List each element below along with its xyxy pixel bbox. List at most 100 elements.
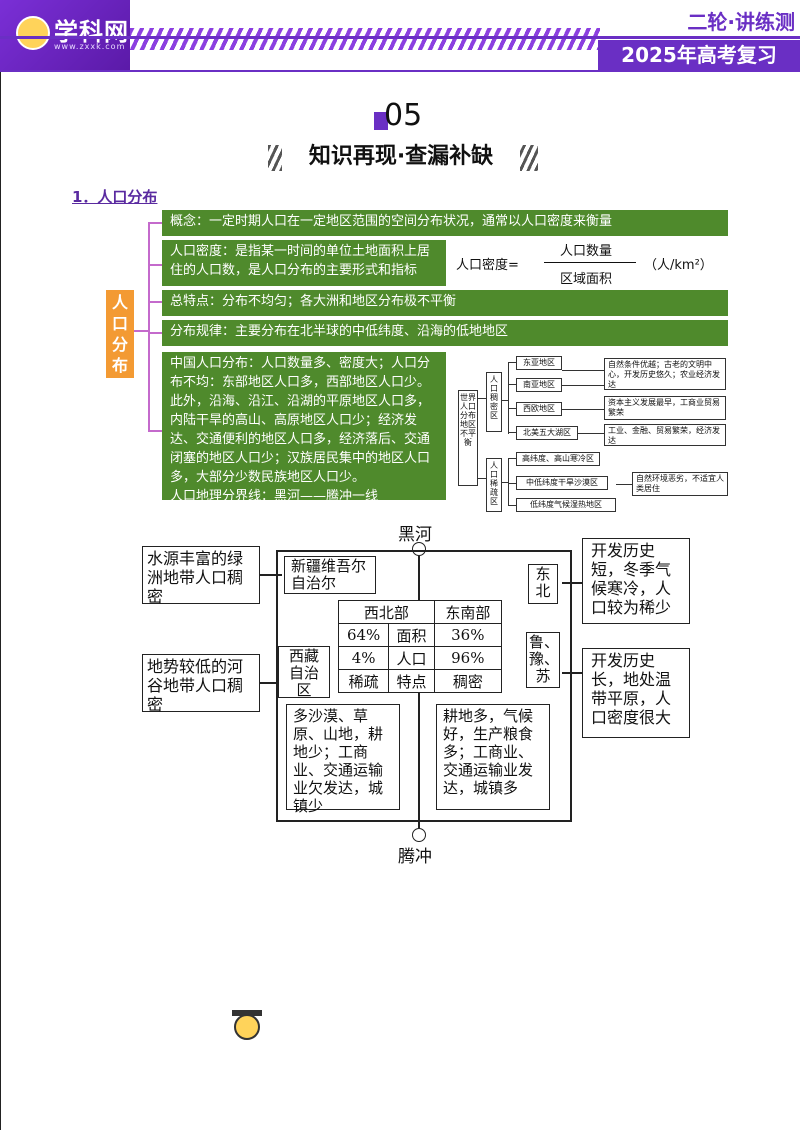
logo-text: 学科网 bbox=[54, 18, 129, 46]
header-underline bbox=[0, 70, 800, 72]
section-number: 05 bbox=[384, 98, 423, 133]
subheading: 1．人口分布 bbox=[72, 188, 158, 206]
flowchart-line bbox=[508, 458, 516, 459]
sparse-region: 高纬度、高山寒冷区 bbox=[516, 452, 600, 466]
formula-unit: （人/km²） bbox=[644, 258, 713, 273]
mascot-icon bbox=[234, 1014, 260, 1040]
flowchart-arrow bbox=[562, 370, 604, 371]
west-description: 多沙漠、草原、山地，耕地少；工商业、交通运输业欠发达，城镇少 bbox=[286, 704, 400, 815]
dense-note: 资本主义发展最早，工商业贸易繁荣 bbox=[604, 396, 726, 420]
flowchart-line bbox=[508, 458, 509, 506]
xinjiang-label: 新疆维吾尔自治尔 bbox=[284, 556, 376, 594]
flowchart-arrow bbox=[578, 433, 604, 434]
mindmap-root-label: 人口分布 bbox=[106, 290, 134, 378]
tengchong-marker-icon bbox=[412, 828, 426, 842]
east-description: 耕地多，气候好，生产粮食多；工商业、交通运输业发达，城镇多 bbox=[436, 704, 550, 810]
city-tengchong: 腾冲 bbox=[398, 847, 432, 867]
sparse-area-label: 人口稀疏区 bbox=[486, 458, 502, 512]
dense-region: 南亚地区 bbox=[516, 378, 562, 392]
concept-box: 概念：一定时期人口在一定地区范围的空间分布状况，通常以人口密度来衡量 bbox=[162, 210, 728, 236]
map-frame bbox=[276, 550, 572, 822]
logo-url: www.zxxk.com bbox=[54, 42, 126, 51]
section-title: 知识再现·查漏补缺 bbox=[282, 137, 520, 177]
table-row: 64% 面积 36% bbox=[337, 623, 503, 647]
section-number-accent bbox=[374, 112, 388, 130]
flowchart-line bbox=[508, 483, 516, 484]
note-oasis: 水源丰富的绿洲地带人口稠密 bbox=[142, 546, 260, 606]
flowchart-line bbox=[508, 408, 516, 409]
table-header-row: 西北部 东南部 bbox=[338, 600, 503, 624]
flowchart-root: 世界人口分布地区不平衡 bbox=[458, 390, 478, 486]
flowchart-line bbox=[508, 362, 509, 434]
comparison-table: 西北部 东南部 64% 面积 36% 4% 人口 96% 稀疏 特点 稠密 bbox=[337, 600, 503, 693]
note-valley: 地势较低的河谷地带人口稠密 bbox=[142, 654, 260, 714]
density-formula: 人口密度= 人口数量 区域面积 （人/km²） bbox=[448, 240, 728, 290]
page-border bbox=[0, 72, 800, 1130]
note-pointer bbox=[562, 582, 582, 584]
note-east-reason: 开发历史长，地处温带平原，人口密度很大 bbox=[582, 648, 690, 738]
sparse-region: 低纬度气候湿热地区 bbox=[516, 498, 616, 512]
dense-region: 北美五大湖区 bbox=[516, 426, 578, 440]
mindmap-connector bbox=[148, 222, 162, 224]
table-row: 4% 人口 96% bbox=[337, 646, 503, 670]
note-pointer bbox=[562, 672, 582, 674]
flowchart-line bbox=[502, 482, 508, 483]
formula-denominator: 区域面积 bbox=[560, 272, 613, 287]
flowchart-line bbox=[502, 400, 508, 401]
flowchart-line bbox=[508, 505, 516, 506]
sparse-region: 中低纬度干旱沙漠区 bbox=[516, 476, 608, 490]
city-heihe: 黑河 bbox=[398, 525, 432, 545]
flowchart-line bbox=[478, 478, 486, 479]
china-distribution-text: 中国人口分布：人口数量多、密度大；人口分布不均：东部地区人口多，西部地区人口少。… bbox=[170, 356, 431, 485]
table-cell: 稀疏 bbox=[337, 669, 390, 693]
sparse-note: 自然环境恶劣，不适宜人类居住 bbox=[632, 472, 728, 496]
table-cell: 特点 bbox=[388, 669, 435, 693]
formula-label: 人口密度= bbox=[456, 258, 519, 273]
overall-feature-box: 总特点：分布不均匀；各大洲和地区分布极不平衡 bbox=[162, 290, 728, 316]
mindmap-connector bbox=[148, 301, 162, 303]
northeast-label: 东北 bbox=[528, 564, 558, 604]
logo-mascot-icon bbox=[16, 16, 50, 50]
lu-yu-su-label: 鲁、豫、苏 bbox=[526, 632, 560, 688]
boundary-line-text: 人口地理分界线：黑河——腾冲一线 bbox=[170, 489, 379, 504]
tibet-label: 西藏自治区 bbox=[278, 646, 330, 699]
density-definition-box: 人口密度：是指某一时间的单位土地面积上居住的人口数，是人口分布的主要形式和指标 bbox=[162, 240, 446, 286]
table-cell: 64% bbox=[337, 623, 390, 647]
flowchart-line bbox=[508, 432, 516, 433]
mindmap-connector bbox=[148, 430, 162, 432]
formula-numerator: 人口数量 bbox=[560, 244, 613, 259]
flowchart-line bbox=[478, 398, 486, 399]
dense-note: 工业、金融、贸易繁荣，经济发达 bbox=[604, 424, 726, 446]
flowchart-arrow bbox=[562, 385, 604, 386]
dense-area-label: 人口稠密区 bbox=[486, 372, 502, 432]
flowchart-line bbox=[508, 384, 516, 385]
mindmap-connector bbox=[148, 222, 150, 432]
distribution-pattern-box: 分布规律：主要分布在北半球的中低纬度、沿海的低地地区 bbox=[162, 320, 728, 346]
mindmap-connector bbox=[134, 330, 148, 332]
note-northeast-reason: 开发历史短，冬季气候寒冷，人口较为稀少 bbox=[582, 538, 690, 624]
china-distribution-box: 中国人口分布：人口数量多、密度大；人口分布不均：东部地区人口多，西部地区人口少。… bbox=[162, 352, 446, 504]
note-pointer bbox=[260, 682, 282, 684]
fraction-bar bbox=[544, 262, 636, 263]
dense-note: 自然条件优越；古老的文明中心，开发历史悠久；农业经济发达 bbox=[604, 358, 726, 390]
table-cell: 4% bbox=[337, 646, 390, 670]
table-cell: 人口 bbox=[388, 646, 435, 670]
table-header: 东南部 bbox=[433, 600, 503, 624]
exam-title: 2025年高考复习 bbox=[598, 40, 800, 70]
table-header: 西北部 bbox=[338, 600, 435, 624]
table-cell: 稠密 bbox=[433, 669, 503, 693]
note-pointer bbox=[260, 574, 282, 576]
table-row: 稀疏 特点 稠密 bbox=[337, 669, 503, 693]
table-cell: 96% bbox=[433, 646, 503, 670]
heihe-marker-icon bbox=[412, 542, 426, 556]
table-cell: 36% bbox=[433, 623, 503, 647]
dense-region: 西欧地区 bbox=[516, 402, 562, 416]
flowchart-line bbox=[508, 362, 516, 363]
mindmap-connector bbox=[148, 332, 162, 334]
mascot-hat-icon bbox=[232, 1010, 262, 1016]
flowchart-arrow bbox=[616, 484, 632, 485]
mindmap-connector bbox=[148, 264, 162, 266]
series-title: 二轮·讲练测 bbox=[687, 10, 795, 34]
dense-region: 东亚地区 bbox=[516, 356, 562, 370]
flowchart-arrow bbox=[562, 409, 604, 410]
